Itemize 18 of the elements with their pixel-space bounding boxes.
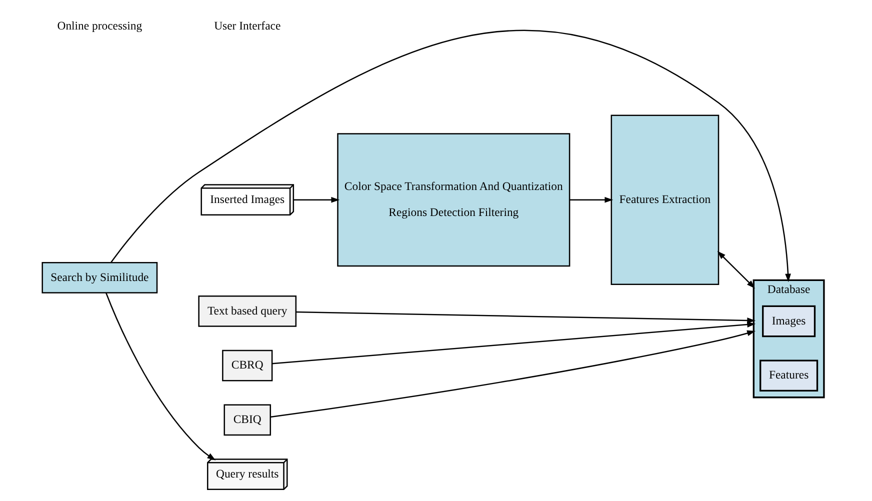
arrow xyxy=(270,330,755,418)
node-box: Color Space Transformation And Quantization Regions Detection Filtering xyxy=(336,133,570,267)
node-box: Text based query xyxy=(198,295,296,327)
node-box: Features Extraction xyxy=(610,114,719,286)
arrow xyxy=(716,251,755,288)
node-box: Search by Similitude xyxy=(41,262,158,294)
arrow xyxy=(110,30,790,282)
node-box: Images xyxy=(762,305,816,338)
arrow xyxy=(296,311,756,324)
arrow xyxy=(104,292,216,460)
node-box: CBIQ xyxy=(223,404,271,436)
arrow xyxy=(569,196,613,203)
arrow xyxy=(293,196,340,203)
node-box: Features xyxy=(759,360,818,392)
node-box: CBRQ xyxy=(222,350,272,382)
label: User Interface xyxy=(214,20,280,33)
arrow xyxy=(272,322,756,364)
label: Online processing xyxy=(56,20,142,33)
